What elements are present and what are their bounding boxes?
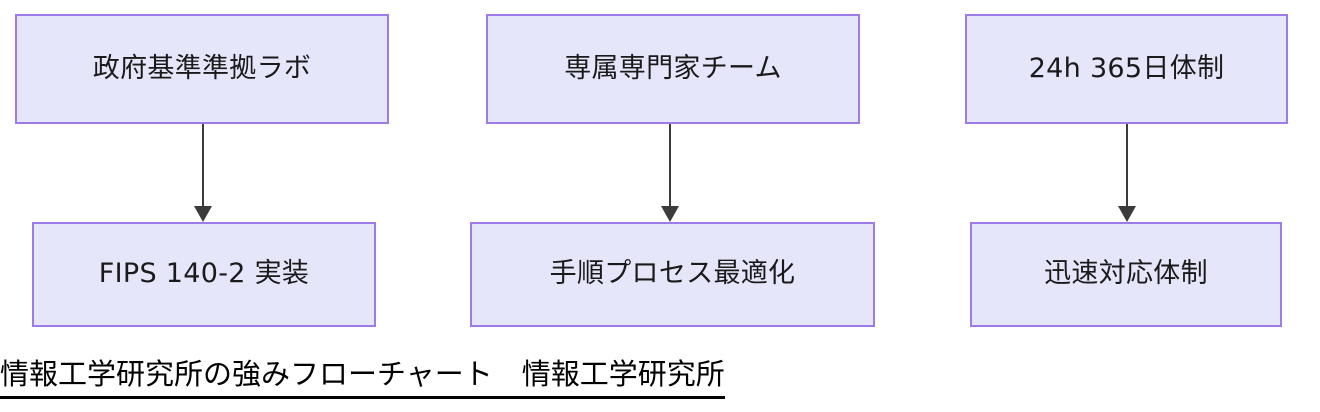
node-label: FIPS 140-2 実装	[98, 258, 310, 290]
node-government-standard-lab[interactable]: 政府基準準拠ラボ	[15, 14, 389, 124]
node-dedicated-expert-team[interactable]: 専属専門家チーム	[486, 14, 860, 124]
node-label: 政府基準準拠ラボ	[92, 52, 312, 84]
diagram-caption: 情報工学研究所の強みフローチャート 情報工学研究所	[0, 355, 725, 400]
arrow-availability-to-response	[1116, 124, 1138, 222]
node-fips-140-2-implementation[interactable]: FIPS 140-2 実装	[32, 222, 376, 327]
arrow-shaft	[202, 124, 204, 208]
arrow-lab-to-fips	[192, 124, 214, 222]
node-rapid-response-system[interactable]: 迅速対応体制	[970, 222, 1282, 327]
node-label: 24h 365日体制	[1028, 52, 1225, 84]
arrow-team-to-process	[659, 124, 681, 222]
node-24h-365-availability[interactable]: 24h 365日体制	[965, 14, 1288, 124]
arrow-head-icon	[661, 206, 679, 222]
arrow-head-icon	[194, 206, 212, 222]
arrow-head-icon	[1118, 206, 1136, 222]
node-procedure-process-optimization[interactable]: 手順プロセス最適化	[470, 222, 875, 327]
node-label: 迅速対応体制	[1044, 258, 1208, 290]
arrow-shaft	[669, 124, 671, 208]
caption-text: 情報工学研究所の強みフローチャート 情報工学研究所	[0, 355, 725, 400]
node-label: 手順プロセス最適化	[549, 258, 796, 290]
arrow-shaft	[1126, 124, 1128, 208]
node-label: 専属専門家チーム	[564, 52, 782, 84]
